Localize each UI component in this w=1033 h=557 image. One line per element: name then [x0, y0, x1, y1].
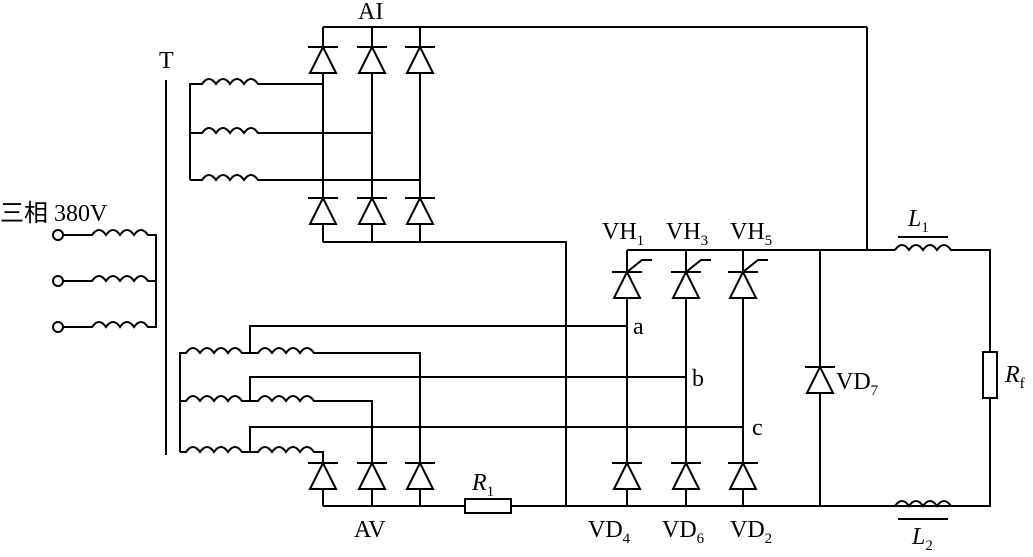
ai-diode-upper — [308, 44, 338, 74]
thyristor-vh5 — [728, 269, 758, 299]
resistor-rf — [982, 351, 998, 399]
ai-bridge — [308, 26, 868, 506]
label-vh5: VH5 — [730, 219, 772, 249]
label-l2: L2 — [911, 524, 933, 552]
diode-vd6 — [671, 460, 701, 490]
ai-diode-lower — [357, 195, 387, 225]
main-rectifier — [612, 249, 895, 506]
label-supply: 三相 380V — [0, 200, 108, 227]
supply-terminal — [52, 321, 64, 333]
av-diode — [405, 460, 435, 490]
label-ai: AI — [358, 0, 383, 25]
av-secondary-windings — [179, 325, 743, 506]
av-diode — [357, 460, 387, 490]
av-bridge — [308, 460, 465, 507]
ai-diode-lower — [308, 195, 338, 225]
label-node-a: a — [633, 314, 644, 340]
ai-diode-upper — [357, 44, 387, 74]
inductor-l1 — [894, 244, 991, 352]
label-vh1: VH1 — [602, 219, 644, 249]
label-vd4: VD4 — [588, 517, 631, 547]
resistor-r1 — [464, 498, 512, 514]
diode-vd7 — [805, 364, 835, 394]
label-rf: Rf — [1004, 362, 1025, 392]
freewheel-diode — [805, 250, 835, 506]
label-vd7: VD7 — [836, 369, 879, 399]
thyristor-vh1 — [612, 269, 642, 299]
label-av: AV — [354, 517, 386, 543]
label-r1: R1 — [471, 470, 494, 500]
primary-windings — [52, 229, 157, 333]
label-node-c: c — [752, 415, 763, 441]
ai-secondary-windings — [189, 78, 420, 182]
av-diode — [308, 460, 338, 490]
supply-terminal — [52, 229, 64, 241]
ai-diode-upper — [405, 44, 435, 74]
inductor-l2 — [820, 398, 991, 508]
label-vd6: VD6 — [662, 517, 705, 547]
label-vd2: VD2 — [730, 517, 772, 547]
label-transformer: T — [159, 48, 174, 74]
label-node-b: b — [692, 366, 704, 392]
load-circuit — [820, 236, 998, 520]
diode-vd2 — [728, 460, 758, 490]
supply-terminal — [52, 275, 64, 287]
ai-diode-lower — [405, 195, 435, 225]
diode-vd4 — [612, 460, 642, 490]
thyristor-vh3 — [671, 269, 701, 299]
label-l1: L1 — [907, 206, 929, 236]
label-vh3: VH3 — [666, 219, 708, 249]
